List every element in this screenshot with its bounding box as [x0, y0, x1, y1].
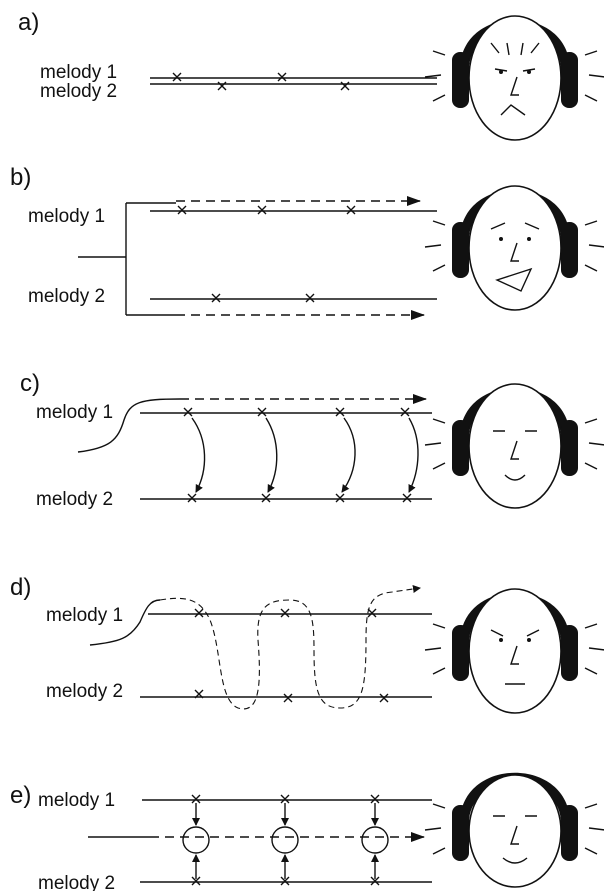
panel-d: d) melody 1 melody 2	[10, 574, 604, 714]
note-marks-d	[194, 608, 389, 703]
panel-label-b: b)	[10, 164, 31, 191]
melody-1-label-b: melody 1	[28, 206, 105, 227]
listener-face-happy	[424, 185, 604, 311]
listener-face-neutral	[424, 588, 604, 714]
attention-path-d	[159, 585, 421, 710]
note-marks-b	[177, 205, 356, 303]
melody-1-label-e: melody 1	[38, 790, 115, 811]
melody-2-label-e: melody 2	[38, 873, 115, 891]
listener-face-smile	[424, 383, 604, 509]
melody-2-label-a: melody 2	[40, 81, 117, 102]
panel-c: c) melody 1 melody 2	[20, 370, 604, 510]
melody-2-label-d: melody 2	[46, 681, 123, 702]
panel-b: b) melody 1 melody 2	[10, 164, 604, 320]
panel-label-e: e)	[10, 782, 31, 809]
switch-arrows-c	[191, 417, 419, 493]
note-marks-e	[191, 794, 380, 886]
panel-label-d: d)	[10, 574, 31, 601]
melody-2-label-c: melody 2	[36, 489, 113, 510]
listener-face-angry	[424, 15, 604, 141]
fusion-nodes-e	[182, 803, 389, 879]
panel-e: e) melody 1 melody 2	[10, 772, 604, 891]
listener-face-content	[424, 772, 604, 888]
melody-1-label-c: melody 1	[36, 402, 113, 423]
attention-curve-d	[89, 599, 161, 646]
melody-1-label-a: melody 1	[40, 62, 117, 83]
split-bracket-b	[78, 202, 176, 316]
panel-label-a: a)	[18, 9, 39, 36]
panel-label-c: c)	[20, 370, 40, 397]
note-marks-c	[183, 407, 412, 503]
melody-2-label-b: melody 2	[28, 286, 105, 307]
panel-a: a) melody 1 melody 2	[18, 9, 604, 141]
attention-curve-c	[77, 398, 181, 453]
melody-1-label-d: melody 1	[46, 605, 123, 626]
note-marks-a	[172, 72, 350, 91]
